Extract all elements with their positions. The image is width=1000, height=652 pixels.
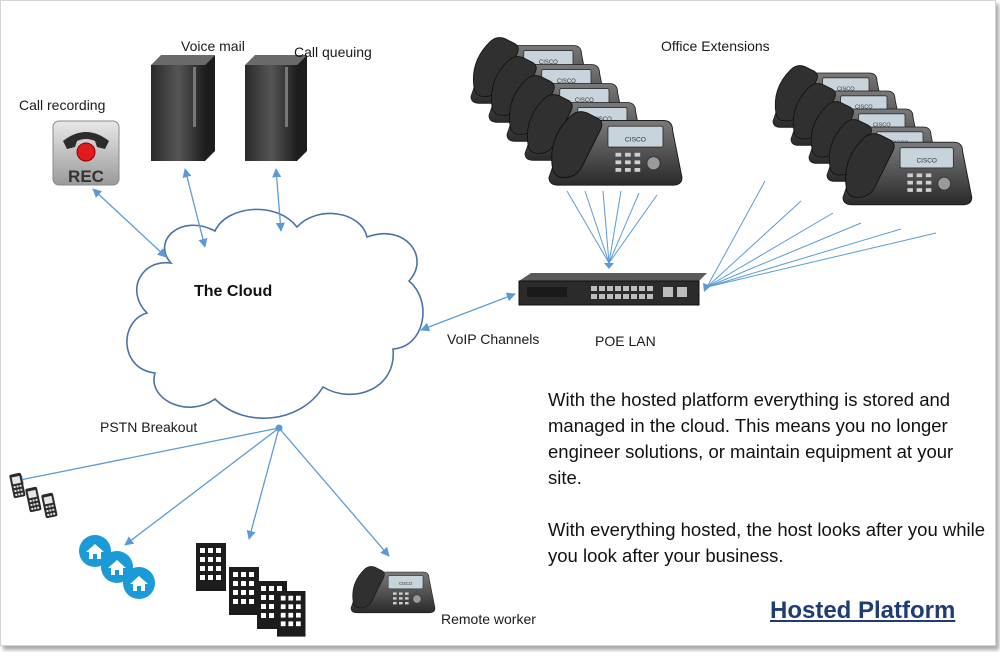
description-paragraph-1: With the hosted platform everything is s…	[548, 389, 954, 488]
hosted-platform-title: Hosted Platform	[770, 597, 956, 624]
description-text: With the hosted platform everything is s…	[548, 387, 988, 595]
office-phones-cluster-left	[470, 37, 683, 186]
pstn-breakout-label: PSTN Breakout	[100, 419, 198, 435]
voice-mail-server-icon	[151, 55, 215, 161]
remote-worker-label: Remote worker	[441, 611, 536, 627]
home-icons	[79, 535, 155, 599]
mobile-phones-icon	[9, 472, 58, 519]
office-phones-cluster-right	[772, 65, 973, 206]
voice-mail-label: Voice mail	[181, 38, 245, 54]
cloud-label: The Cloud	[194, 283, 273, 300]
call-queuing-label: Call queuing	[294, 44, 372, 60]
poe-lan-label: POE LAN	[595, 333, 656, 349]
cloud-shape	[126, 208, 424, 419]
connection-arrows	[14, 168, 516, 557]
poe-lan-switch-icon	[518, 273, 707, 306]
office-extensions-label: Office Extensions	[661, 38, 770, 54]
description-paragraph-2: With everything hosted, the host looks a…	[548, 519, 986, 566]
voip-channels-label: VoIP Channels	[447, 331, 540, 347]
call-queuing-server-icon	[245, 55, 307, 161]
rec-text: REC	[68, 167, 104, 186]
remote-worker-phone-icon	[350, 566, 436, 614]
call-recording-icon: REC	[52, 120, 120, 186]
call-recording-label: Call recording	[19, 97, 106, 113]
office-buildings-icon	[196, 543, 306, 637]
